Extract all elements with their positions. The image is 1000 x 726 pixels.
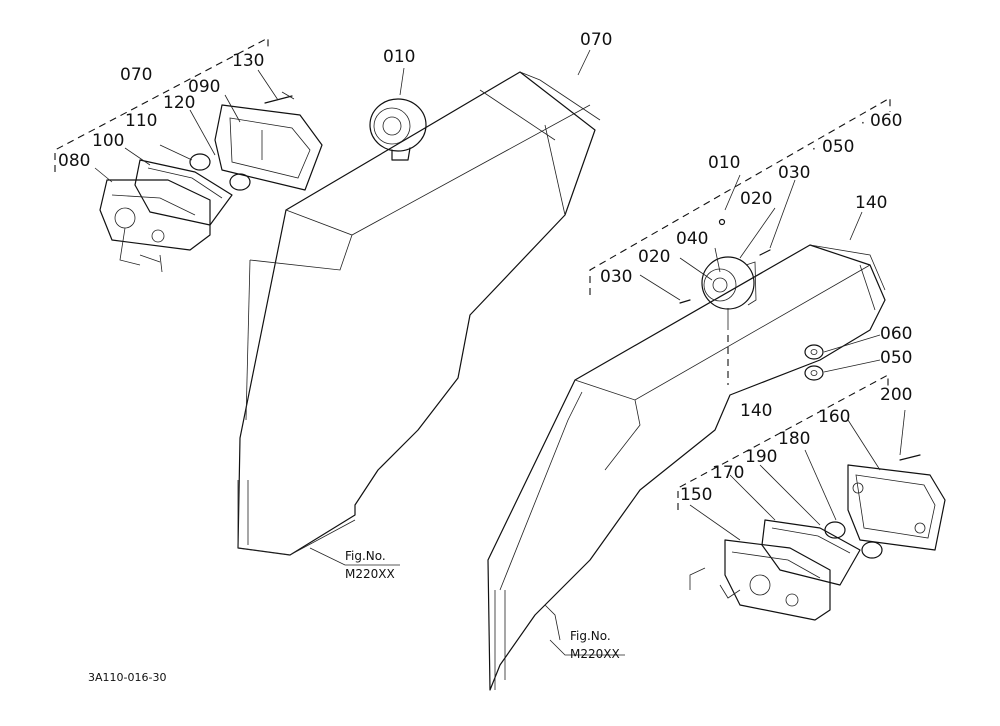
right-fender	[487, 244, 886, 691]
drawing-code: 3A110-016-30	[88, 671, 166, 684]
right-lamp-group-bracket	[677, 374, 889, 510]
label-180: 180	[778, 429, 810, 449]
dot-separator-2: ·	[861, 116, 865, 130]
left-rear-lamp-assembly	[99, 91, 323, 273]
label-010-right: 010	[708, 153, 740, 173]
label-100: 100	[92, 131, 124, 151]
label-130: 130	[232, 51, 264, 71]
label-200: 200	[880, 385, 912, 405]
dot-separator-1: ·	[812, 142, 816, 156]
label-060-low: 060	[880, 324, 912, 344]
label-080: 080	[58, 151, 90, 171]
label-030-top: 030	[778, 163, 810, 183]
right-beacon-group-bracket	[589, 97, 891, 295]
label-090: 090	[188, 77, 220, 97]
fig-code-right: M220XX	[570, 647, 620, 661]
label-020-low: 020	[638, 247, 670, 267]
part-number-labels: 070 130 090 120 110 100 080 010 070 060 …	[58, 30, 912, 505]
label-010-left: 010	[383, 47, 415, 67]
fig-title-right: Fig.No.	[570, 629, 611, 643]
left-beacon-lamp	[369, 98, 427, 161]
washer-and-nut	[804, 344, 824, 381]
fig-reference-right: Fig.No. M220XX	[570, 629, 620, 661]
label-140-low: 140	[740, 401, 772, 421]
fig-title-left: Fig.No.	[345, 549, 386, 563]
label-070-left: 070	[120, 65, 152, 85]
label-120: 120	[163, 93, 195, 113]
label-050-top: 050	[822, 137, 854, 157]
label-040: 040	[676, 229, 708, 249]
label-030-low: 030	[600, 267, 632, 287]
label-170: 170	[712, 463, 744, 483]
label-070-right: 070	[580, 30, 612, 50]
label-050-low: 050	[880, 348, 912, 368]
leader-lines	[94, 49, 906, 656]
right-beacon-lamp	[679, 218, 771, 385]
right-rear-lamp-assembly	[689, 454, 946, 621]
label-150: 150	[680, 485, 712, 505]
label-190: 190	[745, 447, 777, 467]
label-110: 110	[125, 111, 157, 131]
label-060-top: 060	[870, 111, 902, 131]
label-020-top: 020	[740, 189, 772, 209]
label-160: 160	[818, 407, 850, 427]
left-group-bracket	[54, 37, 269, 172]
left-fender	[237, 71, 601, 556]
fig-reference-left: Fig.No. M220XX	[345, 549, 395, 581]
fig-code-left: M220XX	[345, 567, 395, 581]
label-140-top: 140	[855, 193, 887, 213]
